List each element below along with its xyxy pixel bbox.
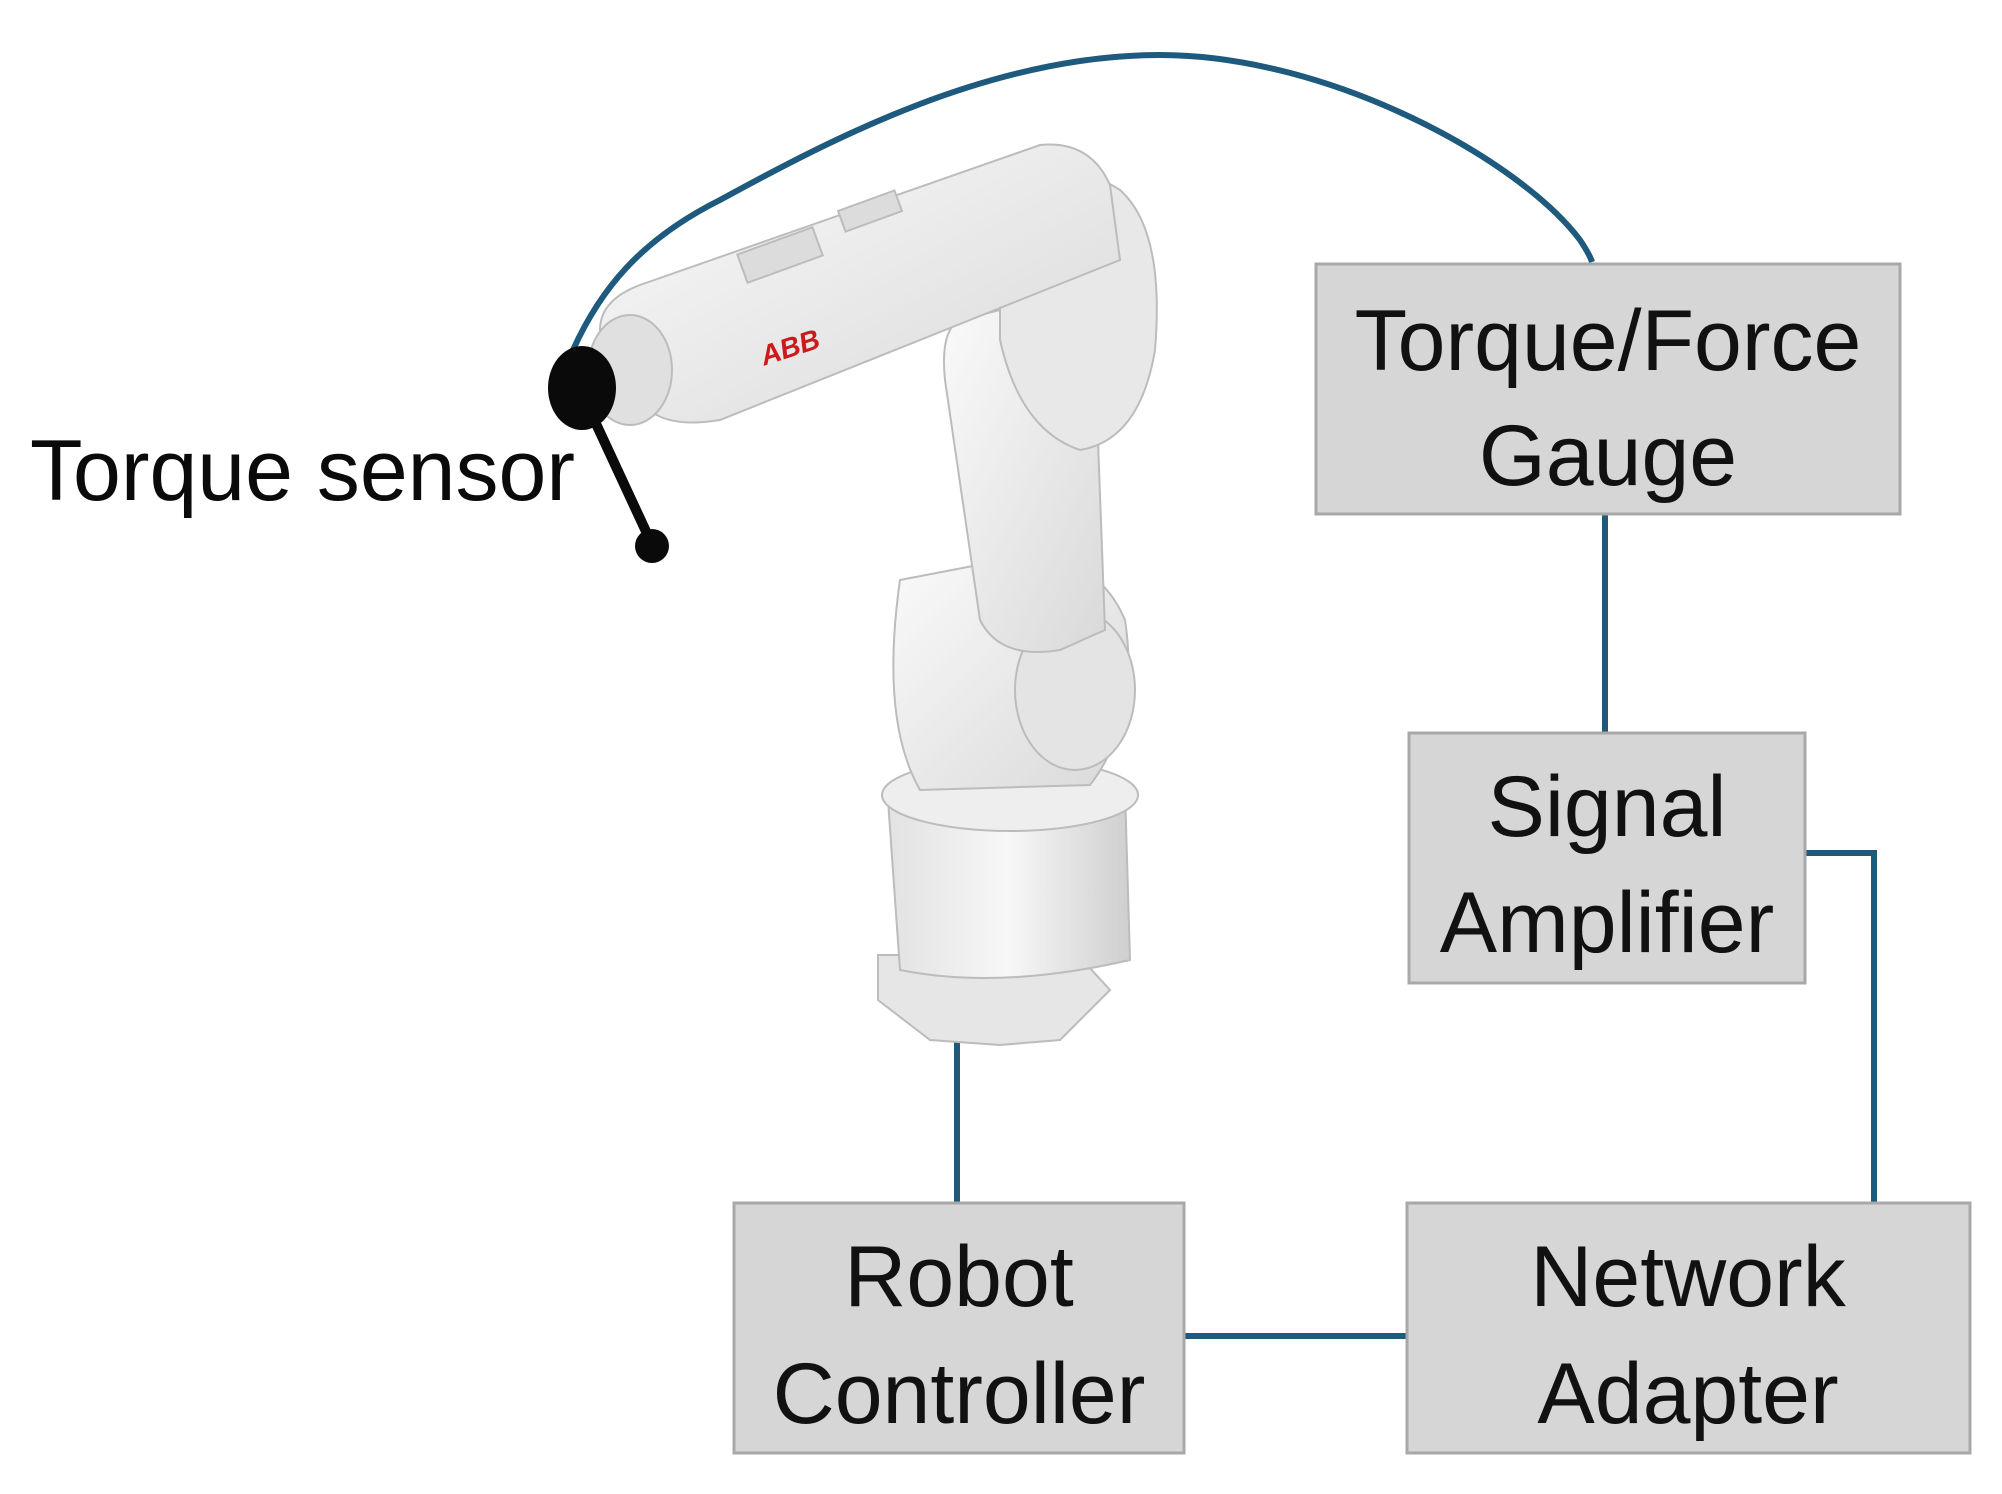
box-label-line1: Network: [1530, 1229, 1846, 1325]
torque-sensor-label: Torque sensor: [30, 423, 575, 519]
box-frame: [1314, 262, 1902, 516]
box-network-adapter: Network Adapter: [1405, 1201, 1972, 1455]
box-label-line2: Adapter: [1537, 1346, 1838, 1442]
sensor-to-gauge-cable: [570, 51, 1595, 352]
box-label-line2: Controller: [773, 1346, 1146, 1442]
torque-sensor-lever: [580, 395, 655, 545]
box-signal-amplifier: Signal Amplifier: [1407, 731, 1807, 985]
robot-forearm: [598, 143, 1122, 424]
wires: [570, 51, 1877, 1339]
box-frame: [732, 1201, 1186, 1455]
robot-arm-illustration: ABB: [587, 143, 1158, 1047]
torque-sensor-tip: [635, 529, 669, 563]
box-label-line2: Gauge: [1479, 408, 1737, 504]
box-label-line2: Amplifier: [1440, 875, 1775, 971]
robot-base: [886, 788, 1132, 979]
amplifier-to-adapter-wire: [1806, 850, 1877, 1202]
robot-detail: [736, 225, 824, 285]
box-torque-force-gauge: Torque/Force Gauge: [1314, 262, 1902, 516]
box-frame: [1405, 1201, 1972, 1455]
box-label-line1: Signal: [1487, 759, 1726, 855]
box-frame: [1407, 731, 1807, 985]
box-robot-controller: Robot Controller: [732, 1201, 1186, 1455]
robot-detail: [836, 189, 904, 233]
torque-sensor: [548, 346, 669, 563]
box-label-line1: Torque/Force: [1355, 293, 1862, 389]
box-label-line1: Robot: [844, 1229, 1074, 1325]
torque-sensor-disc: [548, 346, 616, 430]
